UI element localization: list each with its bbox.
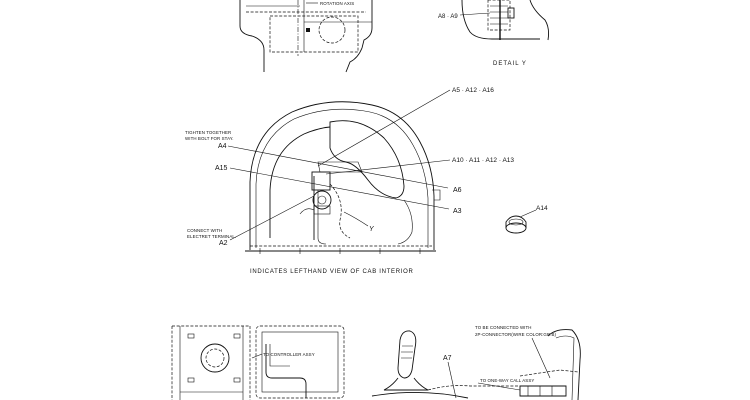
harness-wire-secondary bbox=[317, 190, 327, 245]
body-right-outline bbox=[345, 0, 373, 73]
controller-panel-inner bbox=[261, 331, 339, 393]
a10-a13-label: A10 · A11 · A12 · A13 bbox=[452, 157, 514, 164]
harness-clamp-bolt bbox=[317, 195, 327, 205]
a14-leader bbox=[519, 209, 537, 218]
frame-bolt-br bbox=[233, 377, 241, 383]
detail-bracket-dashed bbox=[487, 0, 511, 31]
a7-label: A7 bbox=[443, 355, 452, 362]
a14-label: A14 bbox=[536, 205, 548, 212]
a14-ring-top bbox=[508, 218, 524, 226]
cab-inner-pillar bbox=[269, 126, 331, 238]
seat-view: TO BE CONNECTED WITH 2P-CONNECTOR(WIRE C… bbox=[475, 325, 581, 400]
tighten-note-line2: WITH BOLT FOR STAY. bbox=[185, 136, 234, 141]
a14-ring-body bbox=[505, 215, 527, 228]
detail-y-marker: Y bbox=[369, 226, 375, 233]
to-controller-leader bbox=[251, 353, 263, 359]
connect-note-line1: CONNECT WITH bbox=[187, 228, 222, 233]
console-base bbox=[371, 392, 469, 399]
body-left-outline bbox=[239, 0, 265, 72]
cab-outer-arch bbox=[249, 101, 435, 250]
cab-inner-rear-wall bbox=[397, 199, 413, 245]
seat-bracket-bolts bbox=[527, 386, 553, 396]
frame-bolt-tr bbox=[233, 333, 241, 339]
a8-a9-label: A8 · A9 bbox=[438, 14, 458, 20]
swing-circle bbox=[318, 16, 346, 44]
rotation-axis-label: ROTATION AXIS bbox=[320, 1, 354, 6]
joystick-grip-grooves bbox=[401, 345, 413, 359]
a4-leader bbox=[227, 145, 449, 189]
cab-outer-arch-inner bbox=[255, 108, 429, 248]
a15-label: A15 bbox=[215, 165, 228, 172]
harness-wire-routed bbox=[329, 183, 351, 239]
harness-assembly bbox=[299, 161, 363, 245]
detail-left-curve bbox=[461, 0, 540, 40]
tighten-note-line1: TIGHTEN TOGETHER bbox=[185, 130, 231, 135]
a14-ring-bottom bbox=[505, 222, 527, 234]
stay-bracket bbox=[317, 161, 363, 173]
a14-part: A14 bbox=[505, 205, 548, 234]
a15-leader bbox=[229, 167, 450, 210]
detail-y-view: A8 · A9 DETAIL Y bbox=[438, 0, 550, 67]
connector-box bbox=[311, 171, 331, 191]
a4-label: A4 bbox=[218, 143, 227, 150]
frame-bolt-tl bbox=[187, 333, 195, 339]
harness-clamp-ring bbox=[312, 190, 332, 210]
a10-a13-leader bbox=[325, 159, 451, 175]
joystick-view: A7 bbox=[371, 330, 520, 399]
detail-bracket-hatch bbox=[490, 5, 508, 25]
connect-note-line2: ELECTRET TERMINAL. bbox=[187, 234, 236, 239]
controller-harness bbox=[265, 344, 307, 398]
to-one-way-call-label: TO ONE-WAY CALL ASSY bbox=[480, 378, 534, 383]
a2-leader bbox=[229, 195, 315, 241]
cab-interior-view: TIGHTEN TOGETHER WITH BOLT FOR STAY. A4 … bbox=[185, 87, 514, 275]
console-cable bbox=[427, 385, 520, 391]
connected-note-line2: 2P-CONNECTOR(WIRE COLOR:GR.B) bbox=[475, 332, 557, 337]
a3-label: A3 bbox=[453, 208, 462, 215]
seat-cushion-dashed bbox=[519, 369, 579, 377]
ground-wire bbox=[299, 208, 315, 215]
a5-a12-a16-leader bbox=[317, 89, 451, 167]
detail-marker-leader bbox=[343, 211, 369, 227]
a8-a9-leader bbox=[459, 12, 491, 16]
joystick-boot bbox=[383, 377, 429, 391]
detail-clip bbox=[507, 7, 515, 19]
cab-floor-ticks bbox=[259, 248, 421, 254]
detail-y-title: DETAIL Y bbox=[493, 61, 527, 67]
connected-note-line1: TO BE CONNECTED WITH bbox=[475, 325, 532, 330]
detail-right-curve bbox=[529, 0, 550, 41]
controller-frame-view: TO CONTROLLER ASSY bbox=[171, 325, 345, 400]
machine-body-view: ROTATION AXIS bbox=[239, 0, 373, 73]
cab-view-caption: INDICATES LEFTHAND VIEW OF CAB INTERIOR bbox=[250, 269, 414, 275]
cab-rear-tab bbox=[432, 189, 441, 201]
seat-back-outline bbox=[547, 329, 581, 400]
controller-harness-branch bbox=[269, 344, 290, 367]
a6-label: A6 bbox=[453, 187, 462, 194]
a2-label: A2 bbox=[219, 240, 228, 247]
seat-bracket bbox=[519, 385, 567, 397]
joystick-grip bbox=[397, 330, 417, 379]
one-way-call-leader bbox=[477, 382, 521, 391]
seat-back-inner bbox=[555, 335, 575, 400]
a5-a12-a16-label: A5 · A12 · A16 bbox=[452, 87, 494, 94]
connector-leader bbox=[531, 337, 551, 379]
body-bolt-mark bbox=[306, 28, 310, 32]
body-frame-dashed bbox=[269, 15, 359, 53]
frame-port-inner bbox=[205, 348, 225, 368]
to-controller-label: TO CONTROLLER ASSY bbox=[263, 352, 315, 357]
frame-bolt-bl bbox=[187, 377, 195, 383]
controller-panel-dashed bbox=[255, 325, 345, 399]
a7-leader bbox=[447, 361, 457, 399]
cab-window-frame bbox=[329, 120, 405, 199]
frame-port-outer bbox=[200, 343, 230, 373]
